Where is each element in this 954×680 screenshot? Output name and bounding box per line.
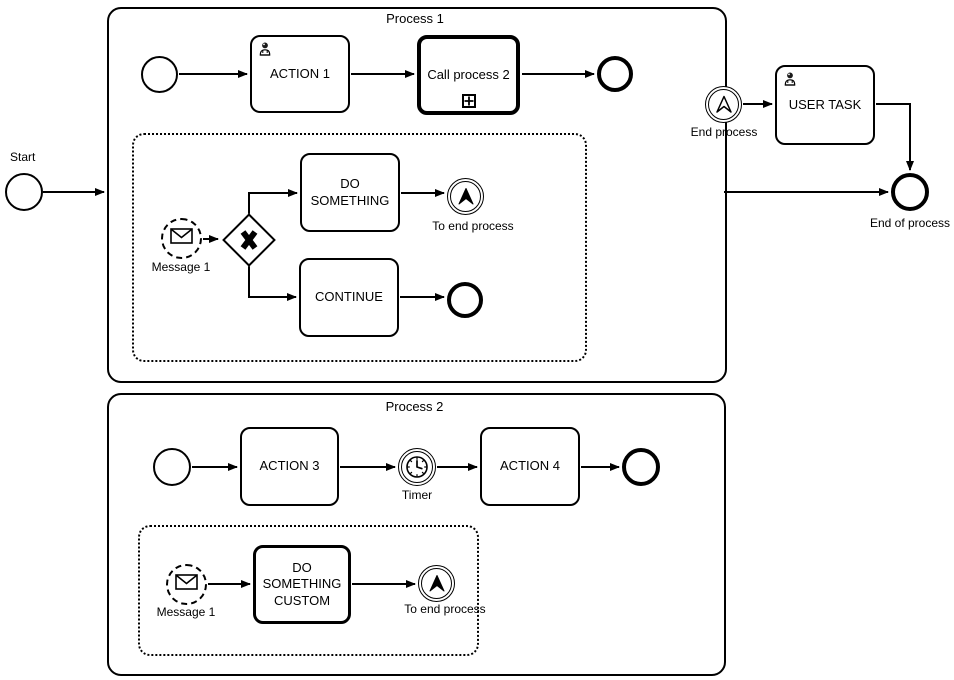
task-do-something-custom-label: DO SOMETHING CUSTOM [262,560,342,608]
process2-container[interactable] [107,393,726,676]
envelope-icon [175,574,198,595]
task-continue[interactable]: CONTINUE [299,258,399,337]
call-activity-label: Call process 2 [427,66,510,82]
task-user-task[interactable]: USER TASK [775,65,875,145]
arrow-up-filled-icon [458,187,473,204]
task-do-something-custom[interactable]: DO SOMETHING CUSTOM [253,545,351,624]
process1-start-event[interactable] [141,56,178,93]
x-gateway-icon [236,227,262,258]
message1-label-p2: Message 1 [156,605,216,619]
plus-icon[interactable] [461,94,476,108]
task-action1[interactable]: ACTION 1 [250,35,350,113]
task-action1-label: ACTION 1 [270,65,330,81]
task-do-something[interactable]: DO SOMETHING [300,153,400,232]
to-end-process-label-p2: To end process [404,602,486,616]
process1-end-event[interactable] [597,56,633,92]
link-throw-event-p1[interactable] [447,178,484,215]
end-process-label: End process [690,125,758,139]
subprocess-end-event-p1[interactable] [447,282,483,318]
message1-start-event[interactable] [161,218,202,259]
task-do-something-label: DO SOMETHING [310,176,390,208]
process1-title: Process 1 [386,11,444,26]
link-throw-event-p2[interactable] [418,565,455,602]
task-continue-label: CONTINUE [315,289,383,305]
process2-end-event[interactable] [622,448,660,486]
end-of-process-event[interactable] [891,173,929,211]
user-icon [257,41,273,62]
task-action4[interactable]: ACTION 4 [480,427,580,506]
process1-container[interactable] [107,7,727,383]
call-activity-process2[interactable]: Call process 2 [417,35,520,115]
clock-icon [406,456,428,478]
sequence-flow-gateway-dosomething[interactable] [248,189,298,220]
task-user-task-label: USER TASK [788,96,862,112]
process2-start-event[interactable] [153,448,191,486]
process1-event-subprocess[interactable] [132,133,587,362]
timer-label: Timer [401,488,433,502]
message1-label: Message 1 [151,260,211,274]
end-of-process-label: End of process [869,216,951,230]
arrow-up-outline-icon [715,95,732,113]
to-end-process-label-p1: To end process [432,219,514,233]
start-label: Start [10,150,36,164]
message1-start-event-p2[interactable] [166,564,207,605]
envelope-icon [170,228,193,249]
timer-event[interactable] [398,448,436,486]
task-action3-label: ACTION 3 [259,458,320,474]
task-action4-label: ACTION 4 [500,458,560,474]
arrow-up-filled-icon [429,574,444,591]
task-action3[interactable]: ACTION 3 [240,427,339,506]
process2-event-subprocess[interactable] [138,525,479,656]
start-event[interactable] [5,173,43,211]
sequence-flow-gateway-continue[interactable] [248,261,297,301]
user-icon [782,71,798,92]
link-catch-end-process-event[interactable] [705,86,742,123]
sequence-flow-usertask-endofprocess[interactable] [876,103,914,171]
process2-title: Process 2 [385,399,444,414]
